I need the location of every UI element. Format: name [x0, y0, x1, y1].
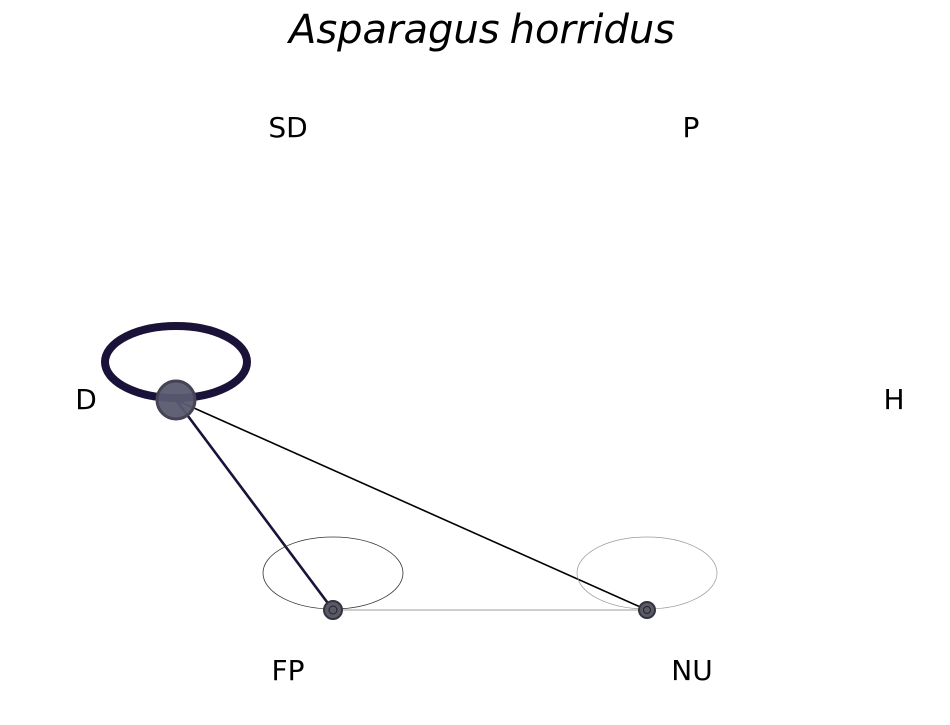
node-d [155, 379, 197, 421]
self-loop-nu [576, 536, 718, 610]
node-nu [638, 601, 656, 619]
label-d: D [75, 383, 97, 416]
node-fp [323, 600, 343, 620]
edge-d-fp [174, 399, 335, 611]
node-nu-inner [643, 606, 651, 614]
edge-d-nu [175, 399, 648, 611]
label-fp: FP [272, 654, 305, 687]
label-p: P [683, 111, 700, 144]
title-genus: Asparagus [286, 7, 500, 53]
node-fp-inner [328, 605, 338, 615]
label-h: H [883, 383, 904, 416]
label-nu: NU [671, 654, 712, 687]
self-loop-fp [262, 536, 404, 610]
label-sd: SD [268, 111, 307, 144]
title-species: horridus [510, 7, 675, 53]
